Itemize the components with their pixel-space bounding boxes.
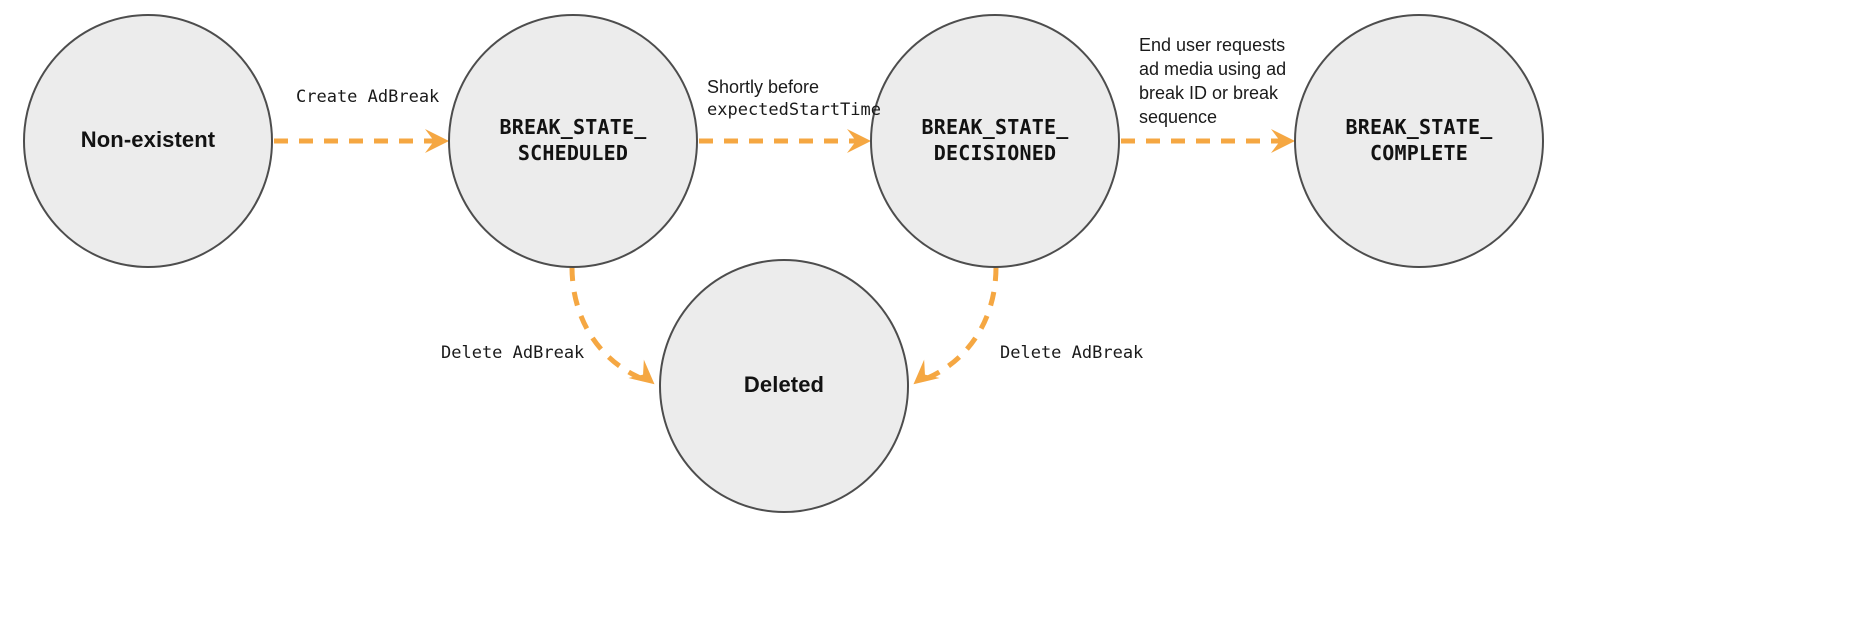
arrowhead-icon [1271, 129, 1295, 153]
edges-layer [274, 129, 1295, 385]
node-shape-non-existent[interactable] [23, 14, 273, 268]
edge-line [922, 266, 999, 383]
arrowhead-icon [425, 129, 449, 153]
edge-line [569, 266, 646, 383]
edge-end-user-requests-ad-media [1121, 129, 1295, 153]
edge-shortly-before-expected-start-time [699, 129, 871, 153]
edge-delete-adbreak-from-scheduled [569, 266, 655, 385]
nodes-layer [23, 14, 1544, 513]
node-shape-break-state-scheduled[interactable] [448, 14, 698, 268]
edge-delete-adbreak-from-decisioned [913, 266, 999, 385]
arrowhead-icon [913, 359, 940, 385]
node-shape-break-state-complete[interactable] [1294, 14, 1544, 268]
node-shape-deleted[interactable] [659, 259, 909, 513]
arrowhead-icon [628, 359, 655, 385]
arrowhead-icon [847, 129, 871, 153]
node-shape-break-state-decisioned[interactable] [870, 14, 1120, 268]
edge-create-adbreak [274, 129, 449, 153]
